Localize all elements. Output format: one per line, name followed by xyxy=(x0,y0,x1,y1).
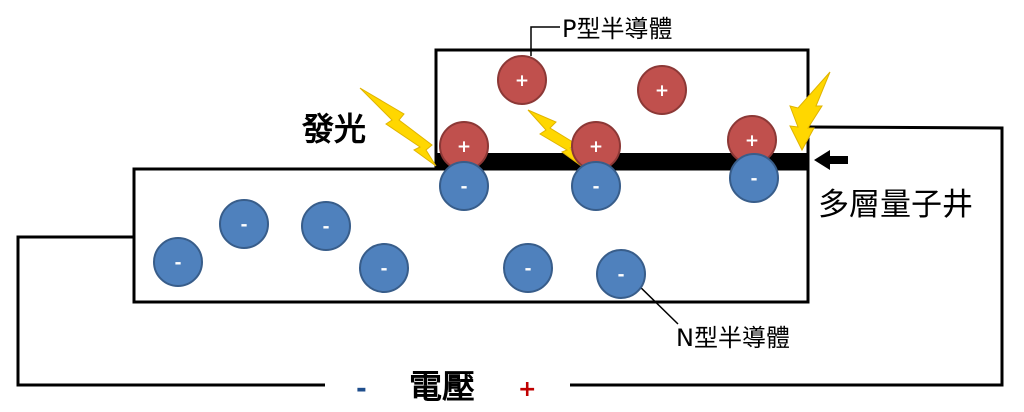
arrow-left-icon xyxy=(814,150,848,170)
electron-circle xyxy=(571,161,621,211)
electron-circle xyxy=(359,243,409,293)
quantum-well-label: 多層量子井 xyxy=(818,187,973,223)
electron-sign: - xyxy=(750,169,757,189)
light-emission-label: 發光 xyxy=(301,110,366,148)
electron-particle: - xyxy=(729,153,779,203)
electron-circle xyxy=(153,237,203,287)
hole-sign: + xyxy=(589,137,603,157)
hole-particle: + xyxy=(637,65,687,115)
electron-particle: - xyxy=(439,161,489,211)
hole-particle: + xyxy=(439,121,489,171)
hole-circle xyxy=(497,55,547,105)
electron-sign: - xyxy=(460,177,467,197)
holes-group: + + + + + xyxy=(439,55,777,171)
p-type-leader-line xyxy=(530,26,560,56)
electron-particle: - xyxy=(301,201,351,251)
electron-circle xyxy=(439,161,489,211)
circuit-wire-right xyxy=(570,125,1004,387)
electron-particle: - xyxy=(596,249,646,299)
hole-sign: + xyxy=(457,137,471,157)
electron-circle xyxy=(219,199,269,249)
lightning-icon xyxy=(789,71,831,152)
quantum-well-layer xyxy=(436,153,808,167)
electron-sign: - xyxy=(322,217,329,237)
hole-sign: + xyxy=(515,71,529,91)
electron-particle: - xyxy=(359,243,409,293)
electron-sign: - xyxy=(592,177,599,197)
electron-circle xyxy=(596,249,646,299)
electron-circle xyxy=(729,153,779,203)
voltage-label: 電壓 xyxy=(409,367,475,406)
electron-particle: - xyxy=(153,237,203,287)
electron-sign: - xyxy=(174,253,181,273)
voltage-minus-sign: - xyxy=(356,374,367,404)
electron-sign: - xyxy=(240,215,247,235)
circuit-wire-left xyxy=(16,235,325,387)
hole-particle: + xyxy=(727,115,777,165)
electron-sign: - xyxy=(617,265,624,285)
electron-circle xyxy=(503,243,553,293)
electron-particle: - xyxy=(571,161,621,211)
electron-particle: - xyxy=(503,243,553,293)
electron-circle xyxy=(301,201,351,251)
lightning-icon xyxy=(359,87,437,167)
n-type-label: N型半導體 xyxy=(676,324,790,352)
hole-sign: + xyxy=(655,81,669,101)
p-type-label: P型半導體 xyxy=(562,15,672,43)
hole-particle: + xyxy=(497,55,547,105)
electron-sign: - xyxy=(524,259,531,279)
electrons-group: - - - - - - - - - xyxy=(153,153,779,299)
hole-circle xyxy=(637,65,687,115)
voltage-plus-sign: + xyxy=(518,377,536,402)
hole-sign: + xyxy=(745,131,759,151)
electron-sign: - xyxy=(380,259,387,279)
electron-particle: - xyxy=(219,199,269,249)
